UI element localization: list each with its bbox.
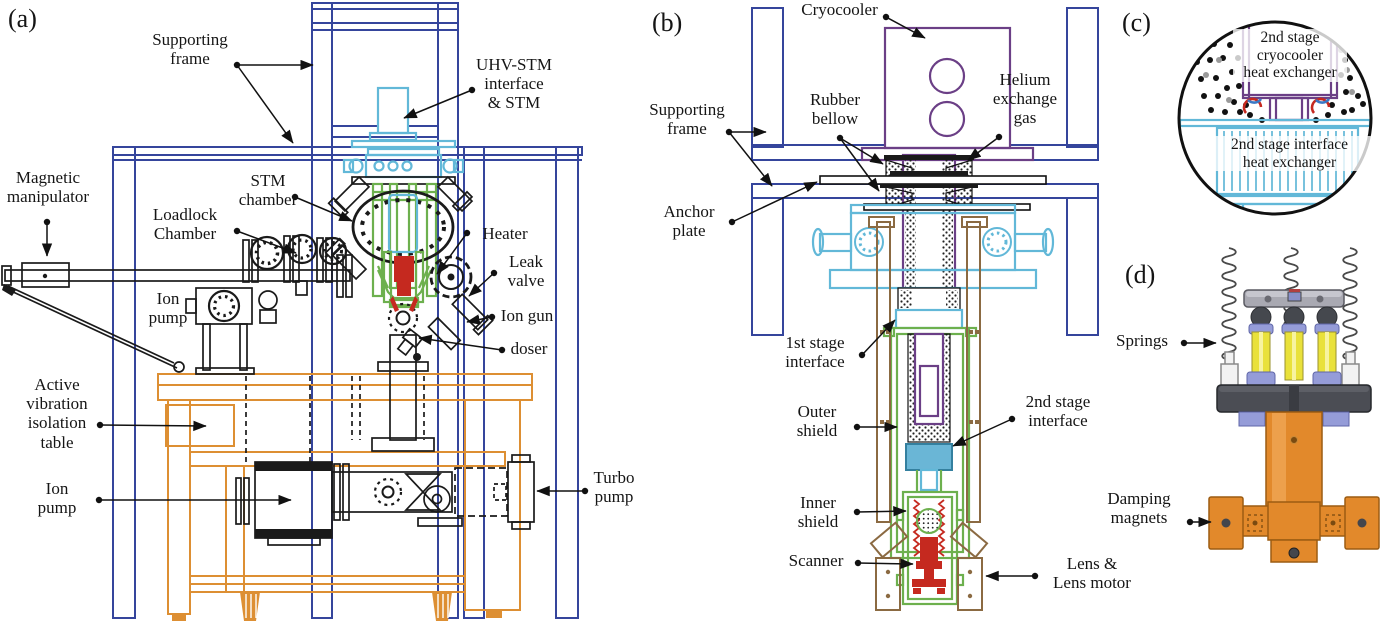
- label-heater: Heater: [482, 224, 528, 243]
- label-cryocooler: Cryocooler: [801, 0, 878, 19]
- label-supporting-frame-a: Supporting frame: [152, 30, 228, 69]
- panel-a-ion-pump-top: [185, 287, 255, 375]
- panel-tag-d: (d): [1125, 260, 1156, 289]
- panel-a-vibration-table: [157, 373, 533, 621]
- label-scanner: Scanner: [788, 551, 844, 570]
- label-stm-chamber: STM chamber: [238, 171, 298, 210]
- panel-tag-b: (b): [652, 8, 683, 37]
- panel-a-manipulator: [1, 262, 351, 373]
- panel-b-vacuum-chamber: [811, 203, 1055, 290]
- label-rubber-bellow: Rubber bellow: [809, 90, 861, 129]
- label-inner-shield: Inner shield: [797, 493, 839, 532]
- label-magnetic-manipulator: Magnetic manipulator: [6, 168, 90, 207]
- label-anchor-plate: Anchor plate: [663, 202, 715, 241]
- label-first-stage-interface: 1st stage interface: [785, 333, 845, 372]
- panel-tag-c: (c): [1122, 8, 1151, 37]
- label-doser: doser: [510, 339, 548, 358]
- label-outer-shield: Outer shield: [796, 402, 838, 441]
- label-loadlock-chamber: Loadlock Chamber: [152, 205, 218, 244]
- leader-arrows: [41, 13, 1217, 582]
- label-interface-heat-exchanger: 2nd stage interface heat exchanger: [1207, 136, 1372, 171]
- label-ion-gun: Ion gun: [500, 306, 554, 325]
- label-damping-magnets: Damping magnets: [1107, 489, 1171, 528]
- panel-tag-a: (a): [8, 4, 37, 33]
- label-leak-valve: Leak valve: [507, 252, 545, 291]
- label-supporting-frame-b: Supporting frame: [649, 100, 725, 139]
- panel-a-stm-column: [324, 86, 494, 452]
- label-lens-motor: Lens & Lens motor: [1053, 554, 1131, 593]
- label-second-stage-interface: 2nd stage interface: [1025, 392, 1091, 431]
- panel-b-lens-motor: [868, 216, 989, 611]
- label-uhv-stm-interface: UHV-STM interface & STM: [476, 55, 552, 113]
- label-turbo-pump: Turbo pump: [593, 468, 635, 507]
- panel-b-cryocooler: [860, 26, 1035, 302]
- panel-b-bellows-anchor: [819, 155, 1047, 211]
- label-springs: Springs: [1116, 331, 1168, 350]
- label-ion-pump-top: Ion pump: [148, 289, 188, 328]
- label-ion-pump-bottom: Ion pump: [37, 479, 77, 518]
- label-cryocooler-heat-exchanger: 2nd stage cryocooler heat exchanger: [1233, 29, 1347, 82]
- label-vibration-table: Active vibration isolation table: [26, 375, 88, 452]
- panel-d-damper: [1208, 247, 1380, 563]
- label-helium-exchange-gas: Helium exchange gas: [992, 70, 1058, 128]
- panel-b-cryostat-core: [882, 287, 978, 606]
- panel-a-lower-pumps: [235, 376, 535, 546]
